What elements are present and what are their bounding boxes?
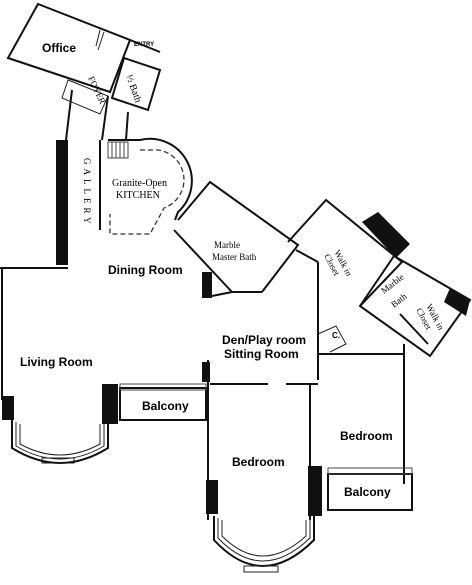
label-entry: ENTRY: [134, 42, 154, 48]
label-kitchen-line2: KITCHEN: [116, 190, 160, 201]
label-balcony-left: Balcony: [142, 399, 189, 413]
label-gallery: GALLERY: [82, 158, 92, 228]
right-balcony-walls: [327, 467, 413, 511]
label-den-line2: Sitting Room: [224, 347, 299, 361]
label-office: Office: [42, 41, 76, 55]
living-room-walls: [1, 268, 118, 464]
label-master-bath-line2: Master Bath: [212, 252, 257, 262]
label-half-bath: ½ Bath: [123, 73, 143, 104]
kitchen-walls: [107, 137, 193, 235]
label-closet: C.: [332, 331, 340, 340]
label-balcony-right: Balcony: [344, 485, 391, 499]
label-den-line1: Den/Play room: [222, 333, 306, 347]
master-suite-walls: [173, 180, 472, 358]
dining-den-walls: [0, 262, 405, 484]
label-dining-room: Dining Room: [108, 263, 183, 277]
label-bedroom-center: Bedroom: [232, 455, 285, 469]
label-marble-bath-line2: Bath: [389, 291, 409, 310]
label-living-room: Living Room: [20, 355, 93, 369]
label-bedroom-right: Bedroom: [340, 429, 393, 443]
gallery-walls: [56, 89, 101, 265]
label-master-bath-line1: Marble: [214, 240, 240, 250]
label-kitchen-line1: Granite-Open: [112, 178, 167, 189]
office-wing-walls: [6, 2, 162, 141]
left-balcony-walls: [119, 383, 207, 421]
center-bedroom-walls: [206, 384, 322, 573]
